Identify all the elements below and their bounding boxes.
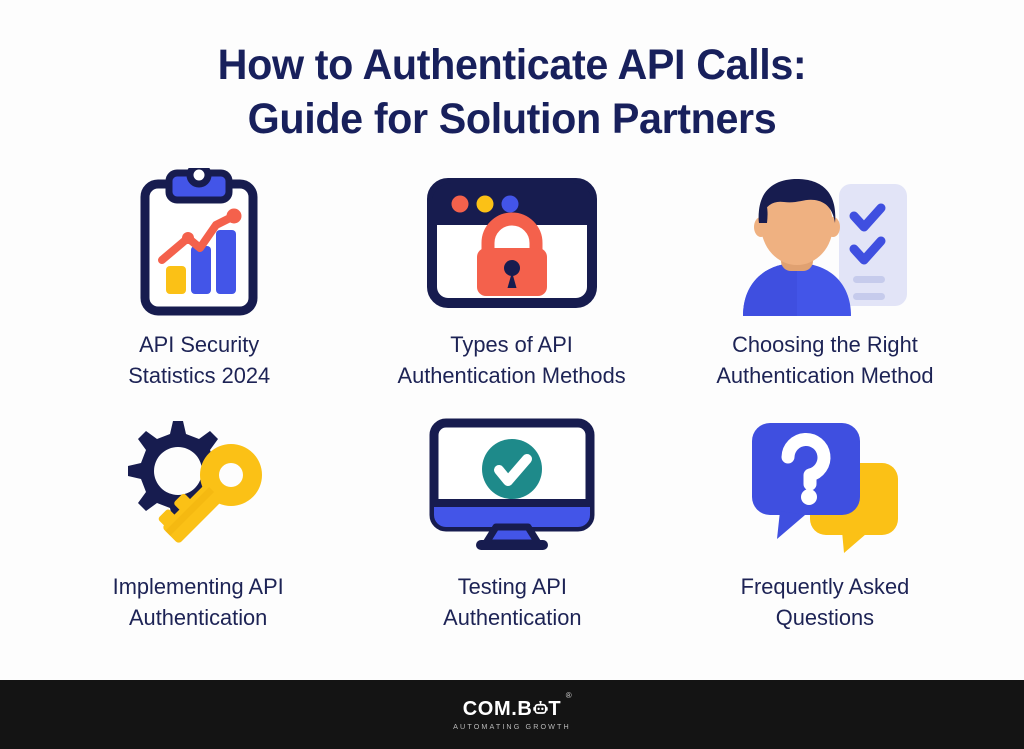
robot-head-icon (533, 701, 548, 716)
topic-card-types-of-api-authentication[interactable]: Types of API Authentication Methods (355, 168, 668, 392)
monitor-check-icon (426, 410, 598, 560)
topic-grid: API Security Statistics 2024 (42, 168, 982, 633)
browser-lock-icon (426, 168, 598, 318)
topic-label-line-1: Frequently Asked (740, 573, 910, 599)
topic-label-line-2: Authentication Method (716, 363, 934, 389)
topic-card-frequently-asked-questions[interactable]: Frequently Asked Questions (669, 410, 982, 634)
topic-card-label: Testing API Authentication (443, 572, 581, 634)
topic-card-api-security-statistics[interactable]: API Security Statistics 2024 (42, 168, 355, 392)
person-checklist-icon (733, 168, 918, 318)
topic-label-line-2: Authentication (129, 604, 268, 630)
topic-label-line-1: Choosing the Right (732, 332, 919, 358)
registered-trademark-icon: ® (565, 690, 573, 700)
topic-card-choosing-the-right-method[interactable]: Choosing the Right Authentication Method (669, 168, 982, 392)
clipboard-chart-icon (134, 168, 264, 318)
logo-text-part-1: COM.B (462, 697, 533, 720)
logo-wordmark: COM.B T ® (462, 691, 572, 720)
topic-label-line-1: Implementing API (113, 573, 285, 599)
topic-label-line-2: Authentication Methods (397, 363, 627, 389)
logo-text-part-2: T (548, 697, 562, 720)
topic-card-label: Types of API Authentication Methods (398, 330, 626, 392)
topic-card-label: Choosing the Right Authentication Method (717, 330, 934, 392)
topic-card-label: Frequently Asked Questions (741, 572, 910, 634)
speech-bubbles-question-icon (738, 410, 913, 560)
page-title: How to Authenticate API Calls: Guide for… (0, 0, 1024, 146)
topic-card-implementing-api-authentication[interactable]: Implementing API Authentication (42, 410, 355, 634)
topic-label-line-2: Authentication (442, 604, 582, 630)
title-line-1: How to Authenticate API Calls: (217, 41, 807, 89)
topic-card-label: Implementing API Authentication (113, 572, 284, 634)
title-line-2: Guide for Solution Partners (247, 95, 777, 144)
topic-card-testing-api-authentication[interactable]: Testing API Authentication (355, 410, 668, 634)
topic-card-label: API Security Statistics 2024 (128, 330, 270, 392)
footer-bar: COM.B T ® AUTOMATING GROWTH (0, 680, 1024, 749)
infographic-content: How to Authenticate API Calls: Guide for… (0, 0, 1024, 633)
topic-label-line-2: Statistics 2024 (127, 363, 270, 389)
gear-key-icon (111, 410, 286, 560)
topic-label-line-2: Questions (776, 604, 875, 630)
combot-logo[interactable]: COM.B T ® AUTOMATING GROWTH (453, 691, 572, 731)
logo-tagline: AUTOMATING GROWTH (453, 721, 571, 731)
topic-label-line-1: API Security (138, 332, 259, 358)
topic-label-line-1: Types of API (450, 332, 574, 358)
topic-label-line-1: Testing API (457, 573, 567, 599)
